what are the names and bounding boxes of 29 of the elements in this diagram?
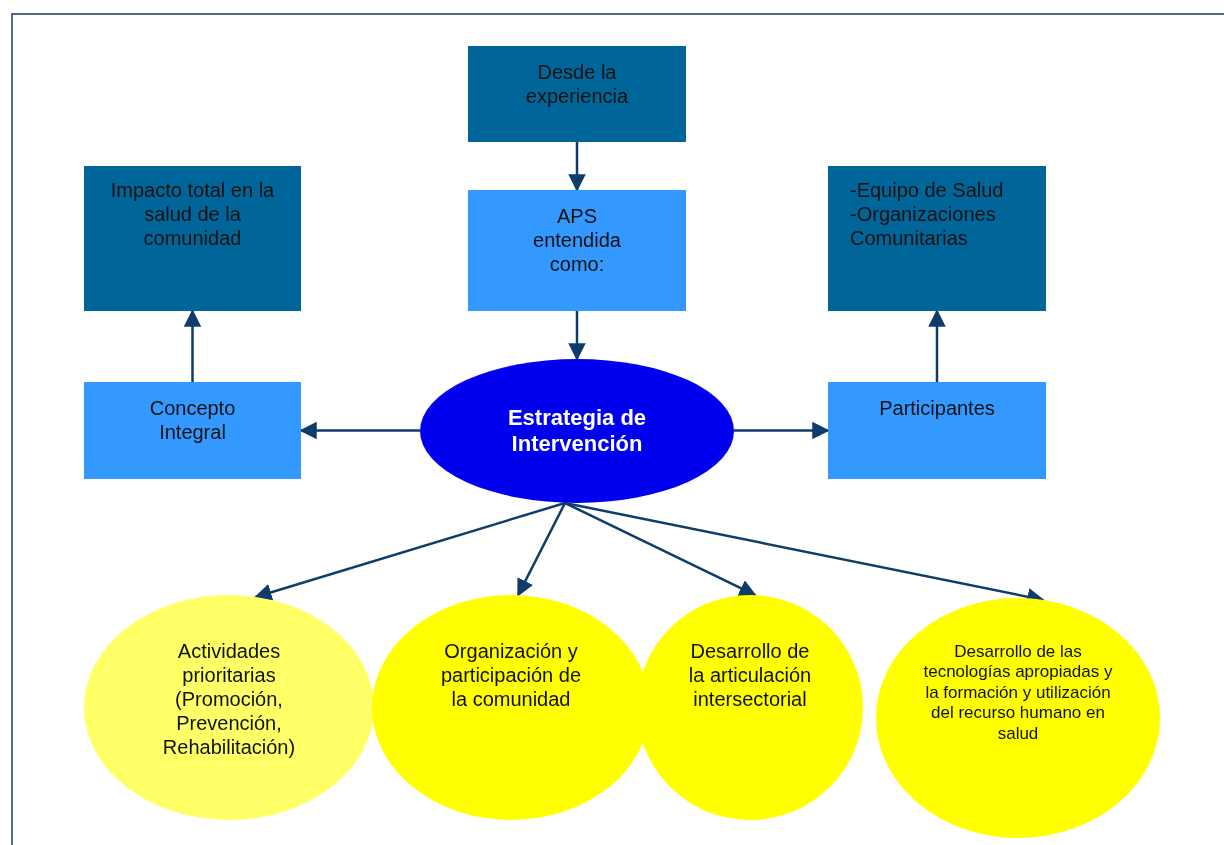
node-text: Participantes xyxy=(879,396,995,420)
arrow xyxy=(254,501,566,601)
ellipse-node xyxy=(420,359,734,503)
node-text: APS entendida como: xyxy=(532,204,622,276)
arrow xyxy=(183,309,202,382)
node-text: Concepto Integral xyxy=(148,396,237,444)
node-text: Actividades prioritarias (Promoción, Prevención, Rehabilitación) xyxy=(161,639,297,759)
arrow xyxy=(568,311,586,361)
node-text: Estrategia de Intervención xyxy=(506,404,648,458)
process-box xyxy=(828,166,1046,311)
node-text: Desarrollo de la articulación intersectorial xyxy=(687,639,813,711)
process-box xyxy=(84,166,301,311)
node-text: Organización y participación de la comunidad xyxy=(439,639,583,711)
arrow xyxy=(568,142,586,192)
process-box xyxy=(468,46,686,142)
arrow xyxy=(517,502,567,597)
node-text: -Organizaciones Comunitarias xyxy=(850,202,997,250)
node-text: -Equipo de Salud xyxy=(850,178,1004,202)
process-box xyxy=(468,190,686,311)
process-box xyxy=(828,382,1046,479)
node-text: Desde la experiencia xyxy=(524,60,630,108)
arrow xyxy=(564,501,757,597)
arrow xyxy=(734,421,830,440)
arrow xyxy=(928,309,946,382)
ellipse-node xyxy=(876,598,1160,838)
node-text: Impacto total en la salud de la comunidad xyxy=(109,178,276,250)
ellipse-node xyxy=(84,595,374,820)
process-box xyxy=(84,382,301,479)
node-text: Desarrollo de las tecnologías apropiadas y la formación y utilización del recurso humano en salud xyxy=(922,642,1114,744)
